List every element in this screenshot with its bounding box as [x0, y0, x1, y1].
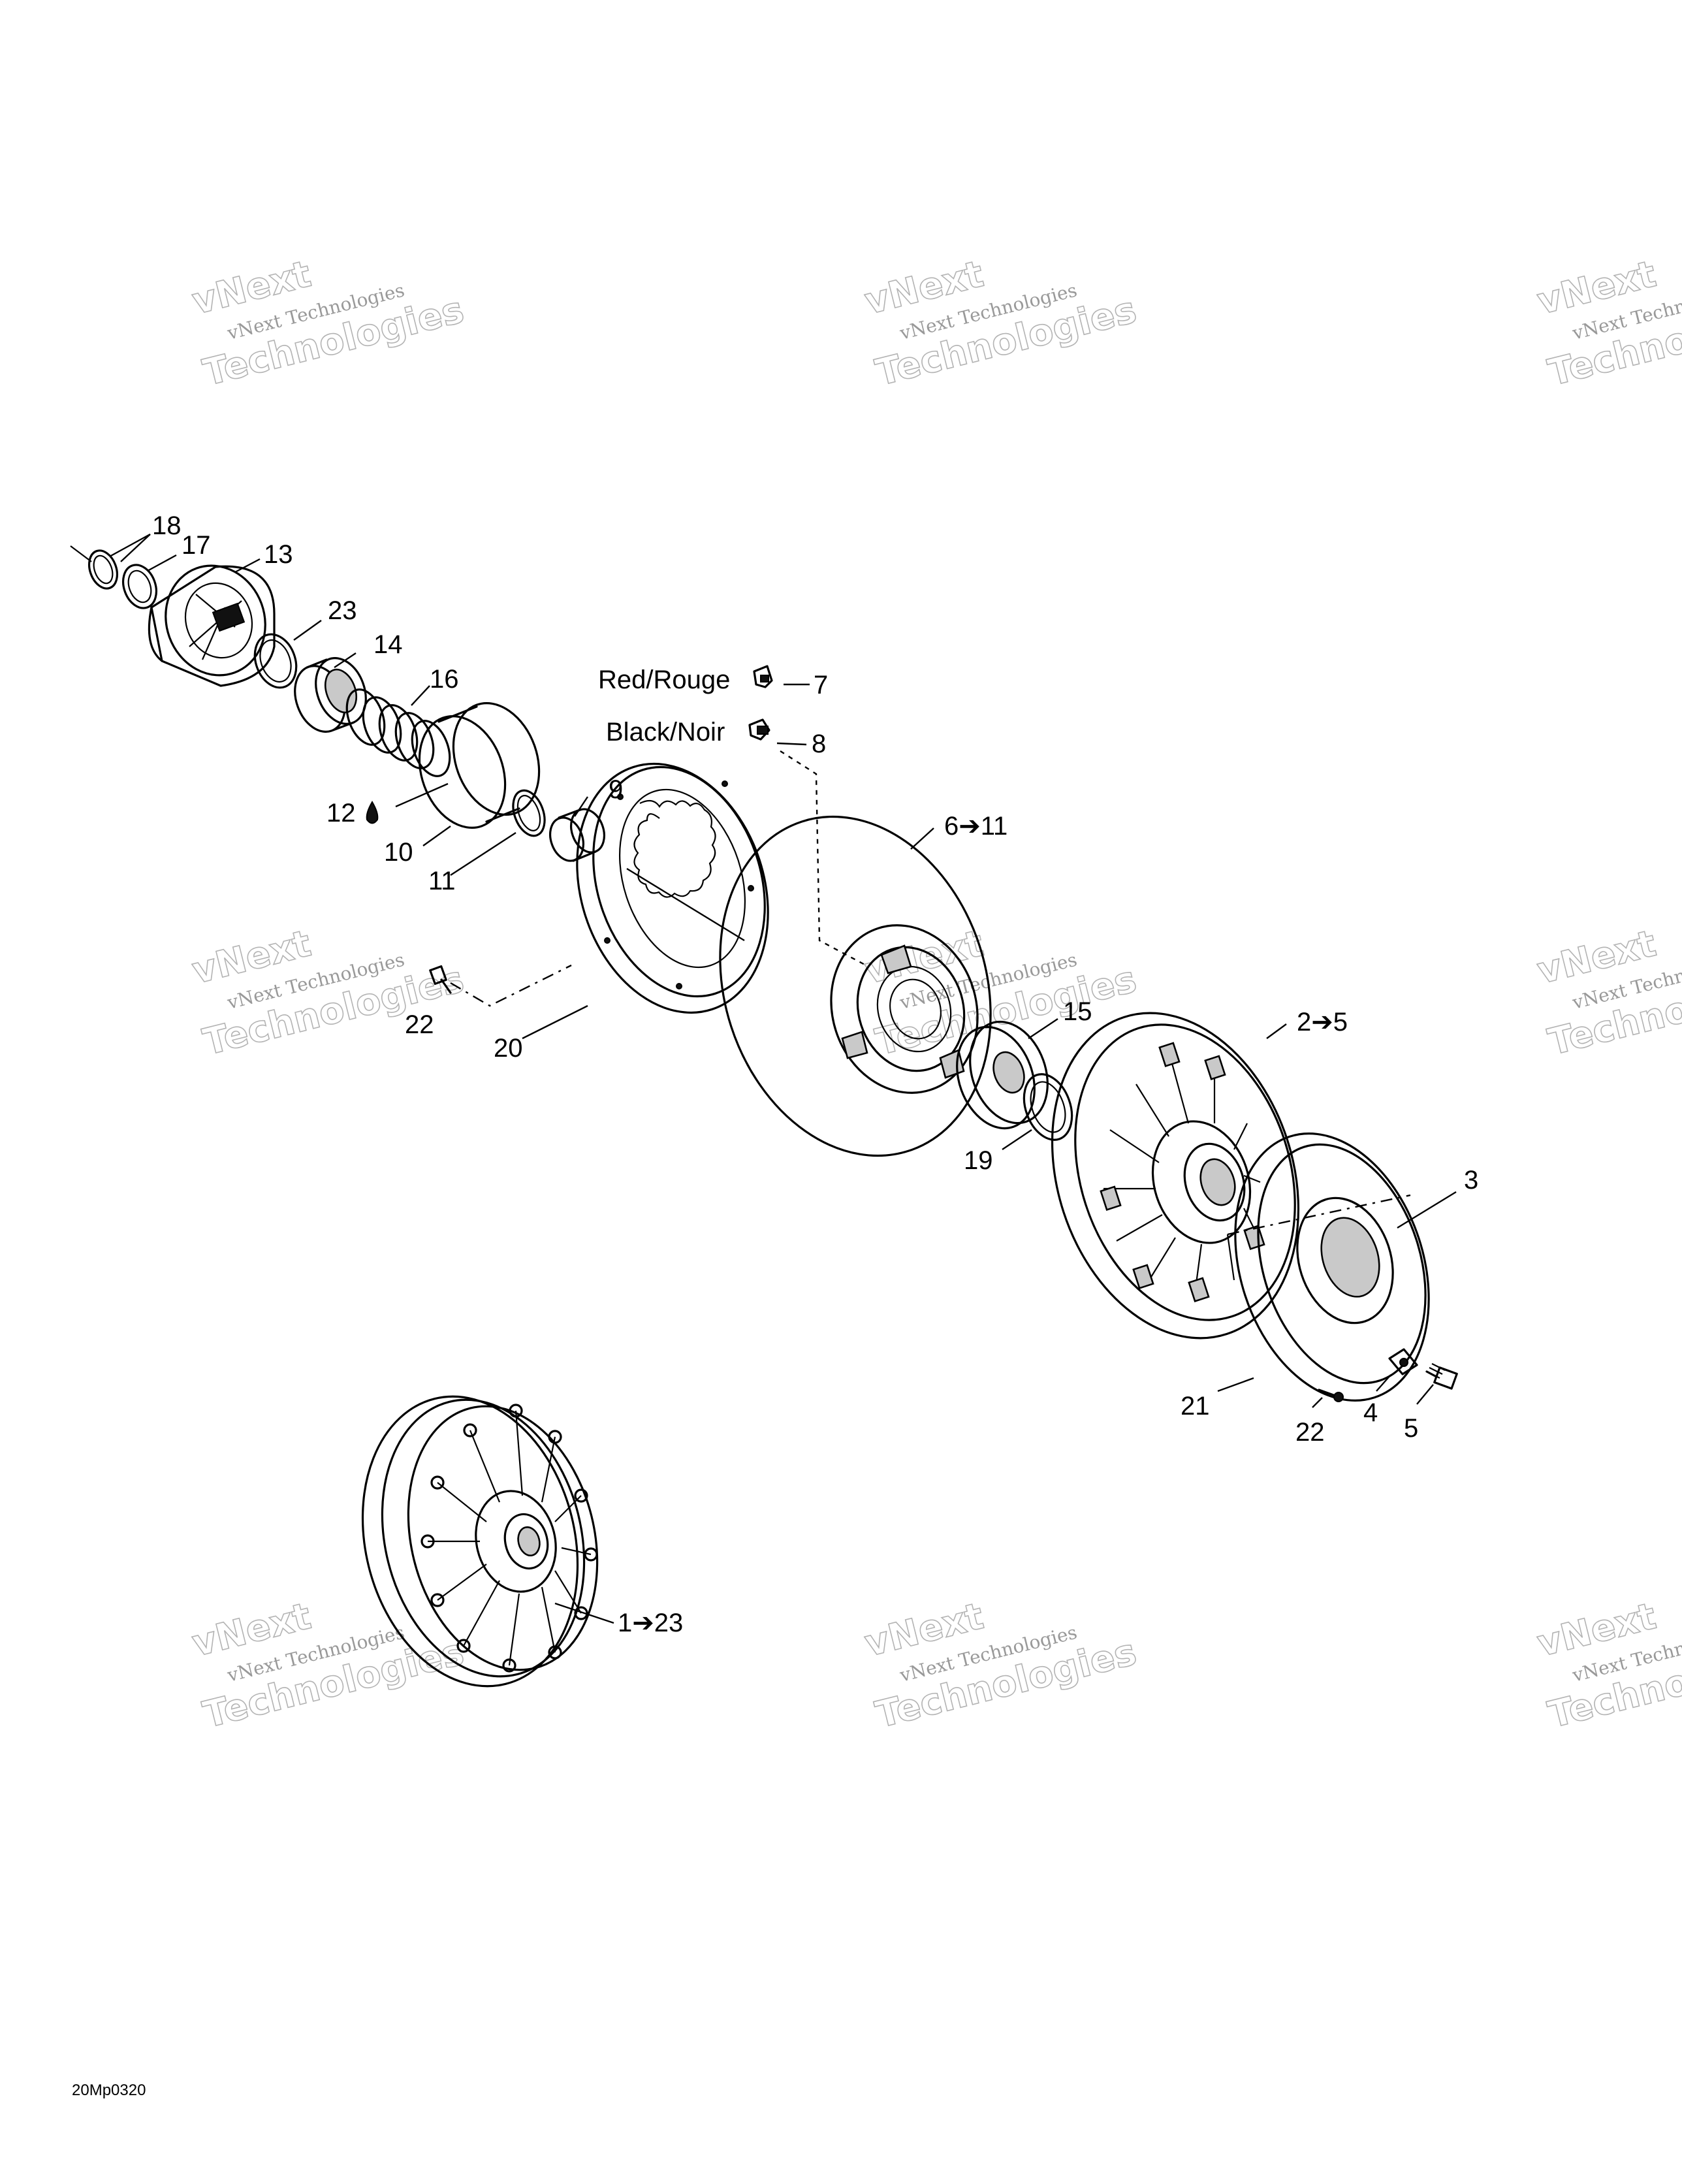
callout-13: 13	[264, 540, 293, 569]
part-sliding-half-6-11	[719, 750, 992, 1157]
part-cover-20	[576, 762, 769, 1014]
leader-lines	[109, 533, 1457, 1624]
callout-labels: 18 17 13 23 14 16 12 10 11 9 Red/Rouge 7…	[152, 511, 1478, 1637]
part-bolt-5	[1425, 1363, 1458, 1390]
callout-9: 9	[609, 775, 623, 804]
weight-red-7	[753, 665, 773, 688]
part-ring-17	[122, 564, 157, 609]
callout-10: 10	[384, 838, 413, 867]
watermark-top-right: vNext vNext Technologies Technologies	[1532, 252, 1682, 394]
grease-drop-icon	[366, 801, 379, 824]
callout-17: 17	[182, 531, 211, 560]
callout-18: 18	[152, 511, 182, 540]
watermark-bottom-left: vNext vNext Technologies Technologies	[187, 1594, 469, 1737]
part-ring-10	[418, 702, 541, 829]
watermark-top-left: vNext vNext Technologies Technologies	[187, 252, 469, 394]
callout-7: 7	[814, 671, 828, 699]
callout-21: 21	[1181, 1392, 1210, 1421]
watermark-top-center: vNext vNext Technologies Technologies	[860, 252, 1141, 394]
watermark-bottom-right: vNext vNext Technologies Technologies	[1532, 1594, 1682, 1737]
callout-15: 15	[1063, 997, 1092, 1026]
part-o-ring-23	[253, 633, 298, 689]
watermark-mid-right: vNext vNext Technologies Technologies	[1532, 922, 1682, 1064]
watermark-mid-center: vNext vNext Technologies Technologies	[860, 922, 1141, 1064]
callout-12: 12	[326, 799, 356, 827]
part-ring-11	[512, 789, 546, 837]
callout-5: 5	[1404, 1414, 1418, 1443]
part-bushing-14	[294, 657, 367, 733]
callout-2-5: 2➔5	[1297, 1008, 1348, 1036]
part-screw-22b	[1318, 1389, 1344, 1402]
part-assembly-1-23	[361, 1395, 599, 1688]
callout-3: 3	[1464, 1166, 1478, 1195]
callout-22-left: 22	[405, 1010, 434, 1039]
callout-11: 11	[428, 867, 456, 895]
part-ring-19	[1023, 1073, 1073, 1141]
part-cover-3	[1227, 1132, 1430, 1402]
color-note-black: Black/Noir	[606, 718, 725, 747]
part-fixed-half-2-5	[1051, 1012, 1300, 1340]
callout-19: 19	[964, 1146, 993, 1175]
callout-16: 16	[430, 665, 459, 694]
weight-black-8	[748, 718, 770, 741]
part-washer-4	[1388, 1348, 1418, 1375]
part-circlip-18	[70, 545, 119, 590]
part-spring-16	[345, 688, 451, 777]
figure-code: 20Mp0320	[72, 2081, 146, 2099]
part-screw-22a	[429, 965, 452, 994]
callout-14: 14	[373, 630, 403, 659]
callout-1-23: 1➔23	[618, 1609, 683, 1637]
assembly-line-screw-22	[450, 964, 572, 1007]
callout-20: 20	[494, 1034, 523, 1063]
callout-6-11: 6➔11	[944, 812, 1008, 841]
part-washer-15	[956, 1020, 1049, 1130]
callout-8: 8	[812, 730, 826, 758]
callout-23: 23	[328, 596, 357, 625]
color-note-red: Red/Rouge	[598, 666, 730, 694]
part-cam-13	[148, 564, 276, 687]
watermark-bottom-center: vNext vNext Technologies Technologies	[860, 1594, 1141, 1737]
callout-22-right: 22	[1295, 1418, 1325, 1447]
callout-4: 4	[1363, 1398, 1378, 1427]
